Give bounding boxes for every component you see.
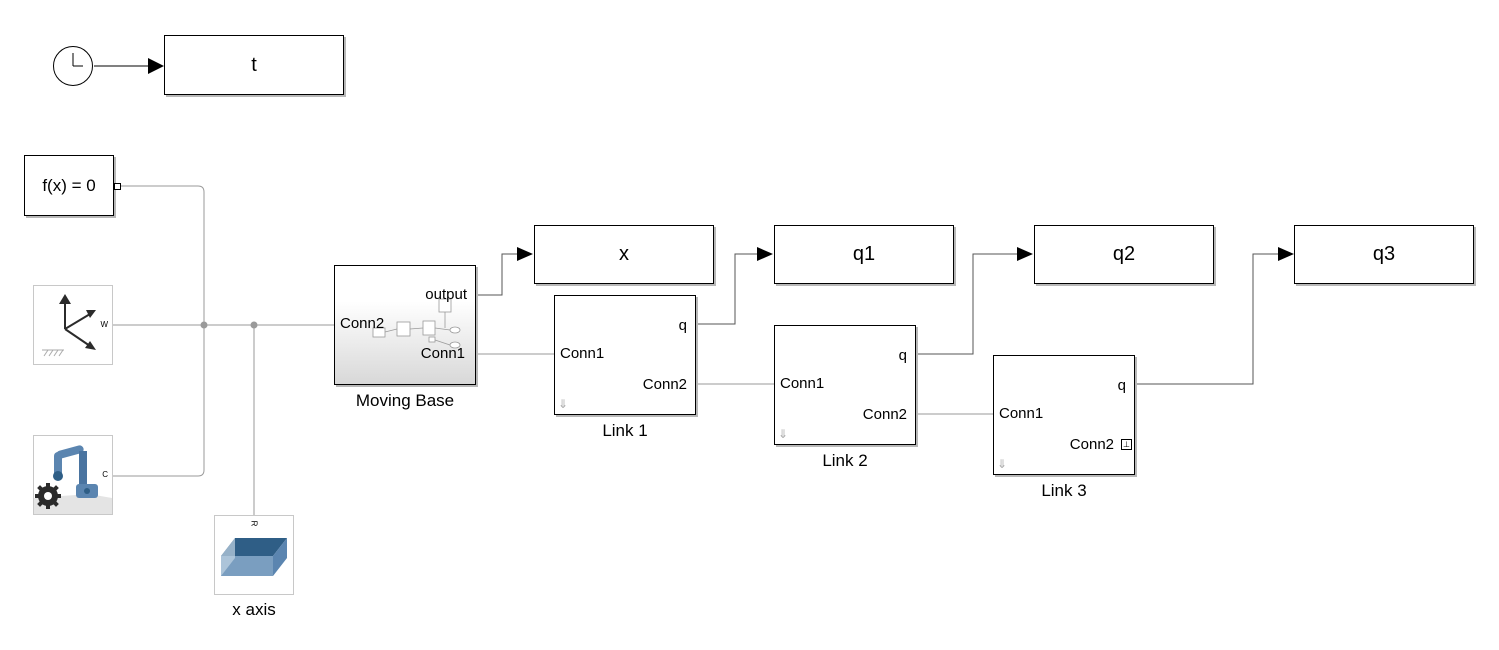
moving-base-label: Moving Base	[355, 391, 455, 410]
to-workspace-q2-label: q2	[1112, 243, 1136, 265]
arrowhead	[517, 247, 533, 261]
world-frame-block[interactable]: W	[33, 285, 113, 365]
link2-block[interactable]: q Conn1 Conn2 ⇓	[774, 325, 916, 445]
link2-port-q: q	[898, 347, 907, 364]
to-workspace-q3[interactable]: q3	[1294, 225, 1474, 284]
to-workspace-x[interactable]: x	[534, 225, 714, 284]
moving-base-block[interactable]: output Conn2 Conn1	[334, 265, 476, 385]
mechanism-config-port-label: C	[102, 470, 108, 479]
flip-arrow-icon: ⇓	[778, 427, 789, 441]
arrowhead	[148, 58, 164, 74]
subsystem-preview-icon	[372, 298, 461, 349]
link1-port-q: q	[678, 317, 687, 334]
link3-port-q: q	[1117, 377, 1126, 394]
arrowhead	[1278, 247, 1294, 261]
prismatic-joint-icon	[221, 538, 287, 576]
junction-dot	[200, 321, 208, 329]
solver-configuration-block[interactable]: f(x) = 0	[24, 155, 114, 216]
solver-label: f(x) = 0	[42, 175, 96, 195]
flip-arrow-icon: ⇓	[997, 457, 1008, 471]
link2-port-conn2: Conn2	[862, 406, 907, 423]
flip-arrow-icon: ⇓	[558, 397, 569, 411]
moving-base-port-output: output	[425, 286, 467, 303]
mechanism-configuration-block[interactable]: C	[33, 435, 113, 515]
moving-base-port-conn1: Conn1	[420, 345, 465, 362]
prismatic-joint-block[interactable]: R	[214, 515, 294, 595]
link1-label: Link 1	[602, 421, 648, 440]
link1-block[interactable]: q Conn1 Conn2 ⇓	[554, 295, 696, 415]
link2-label: Link 2	[822, 451, 868, 470]
frame-port-icon: ⊥	[1121, 439, 1132, 450]
to-workspace-q1[interactable]: q1	[774, 225, 954, 284]
arrowhead	[1017, 247, 1033, 261]
arrowhead	[757, 247, 773, 261]
to-workspace-t[interactable]: t	[164, 35, 344, 95]
prismatic-joint-label: x axis	[232, 600, 276, 619]
to-workspace-x-label: x	[619, 243, 629, 265]
output-to-x-wire	[476, 253, 520, 296]
moving-base-port-conn2: Conn2	[340, 315, 385, 332]
clock-icon[interactable]	[52, 45, 94, 87]
link3-block[interactable]: q Conn1 Conn2 ⊥ ⇓	[993, 355, 1135, 475]
link1-port-conn2: Conn2	[642, 376, 687, 393]
mechanism-config-icon	[34, 445, 112, 514]
world-frame-icon	[42, 294, 96, 357]
to-workspace-t-label: t	[251, 53, 257, 76]
to-workspace-q3-label: q3	[1372, 243, 1396, 265]
link3-port-conn1: Conn1	[999, 405, 1044, 422]
link3-label: Link 3	[1041, 481, 1087, 500]
prismatic-port-label: R	[249, 520, 259, 527]
link2-port-conn1: Conn1	[780, 375, 825, 392]
solver-wire	[120, 185, 205, 325]
link1-port-conn1: Conn1	[560, 345, 605, 362]
config-wire	[113, 325, 205, 477]
junction-dot	[250, 321, 258, 329]
link3-port-conn2: Conn2	[1069, 436, 1114, 453]
solver-port	[114, 183, 121, 190]
to-workspace-q2[interactable]: q2	[1034, 225, 1214, 284]
to-workspace-q1-label: q1	[852, 243, 876, 265]
world-frame-port-label: W	[100, 320, 108, 329]
